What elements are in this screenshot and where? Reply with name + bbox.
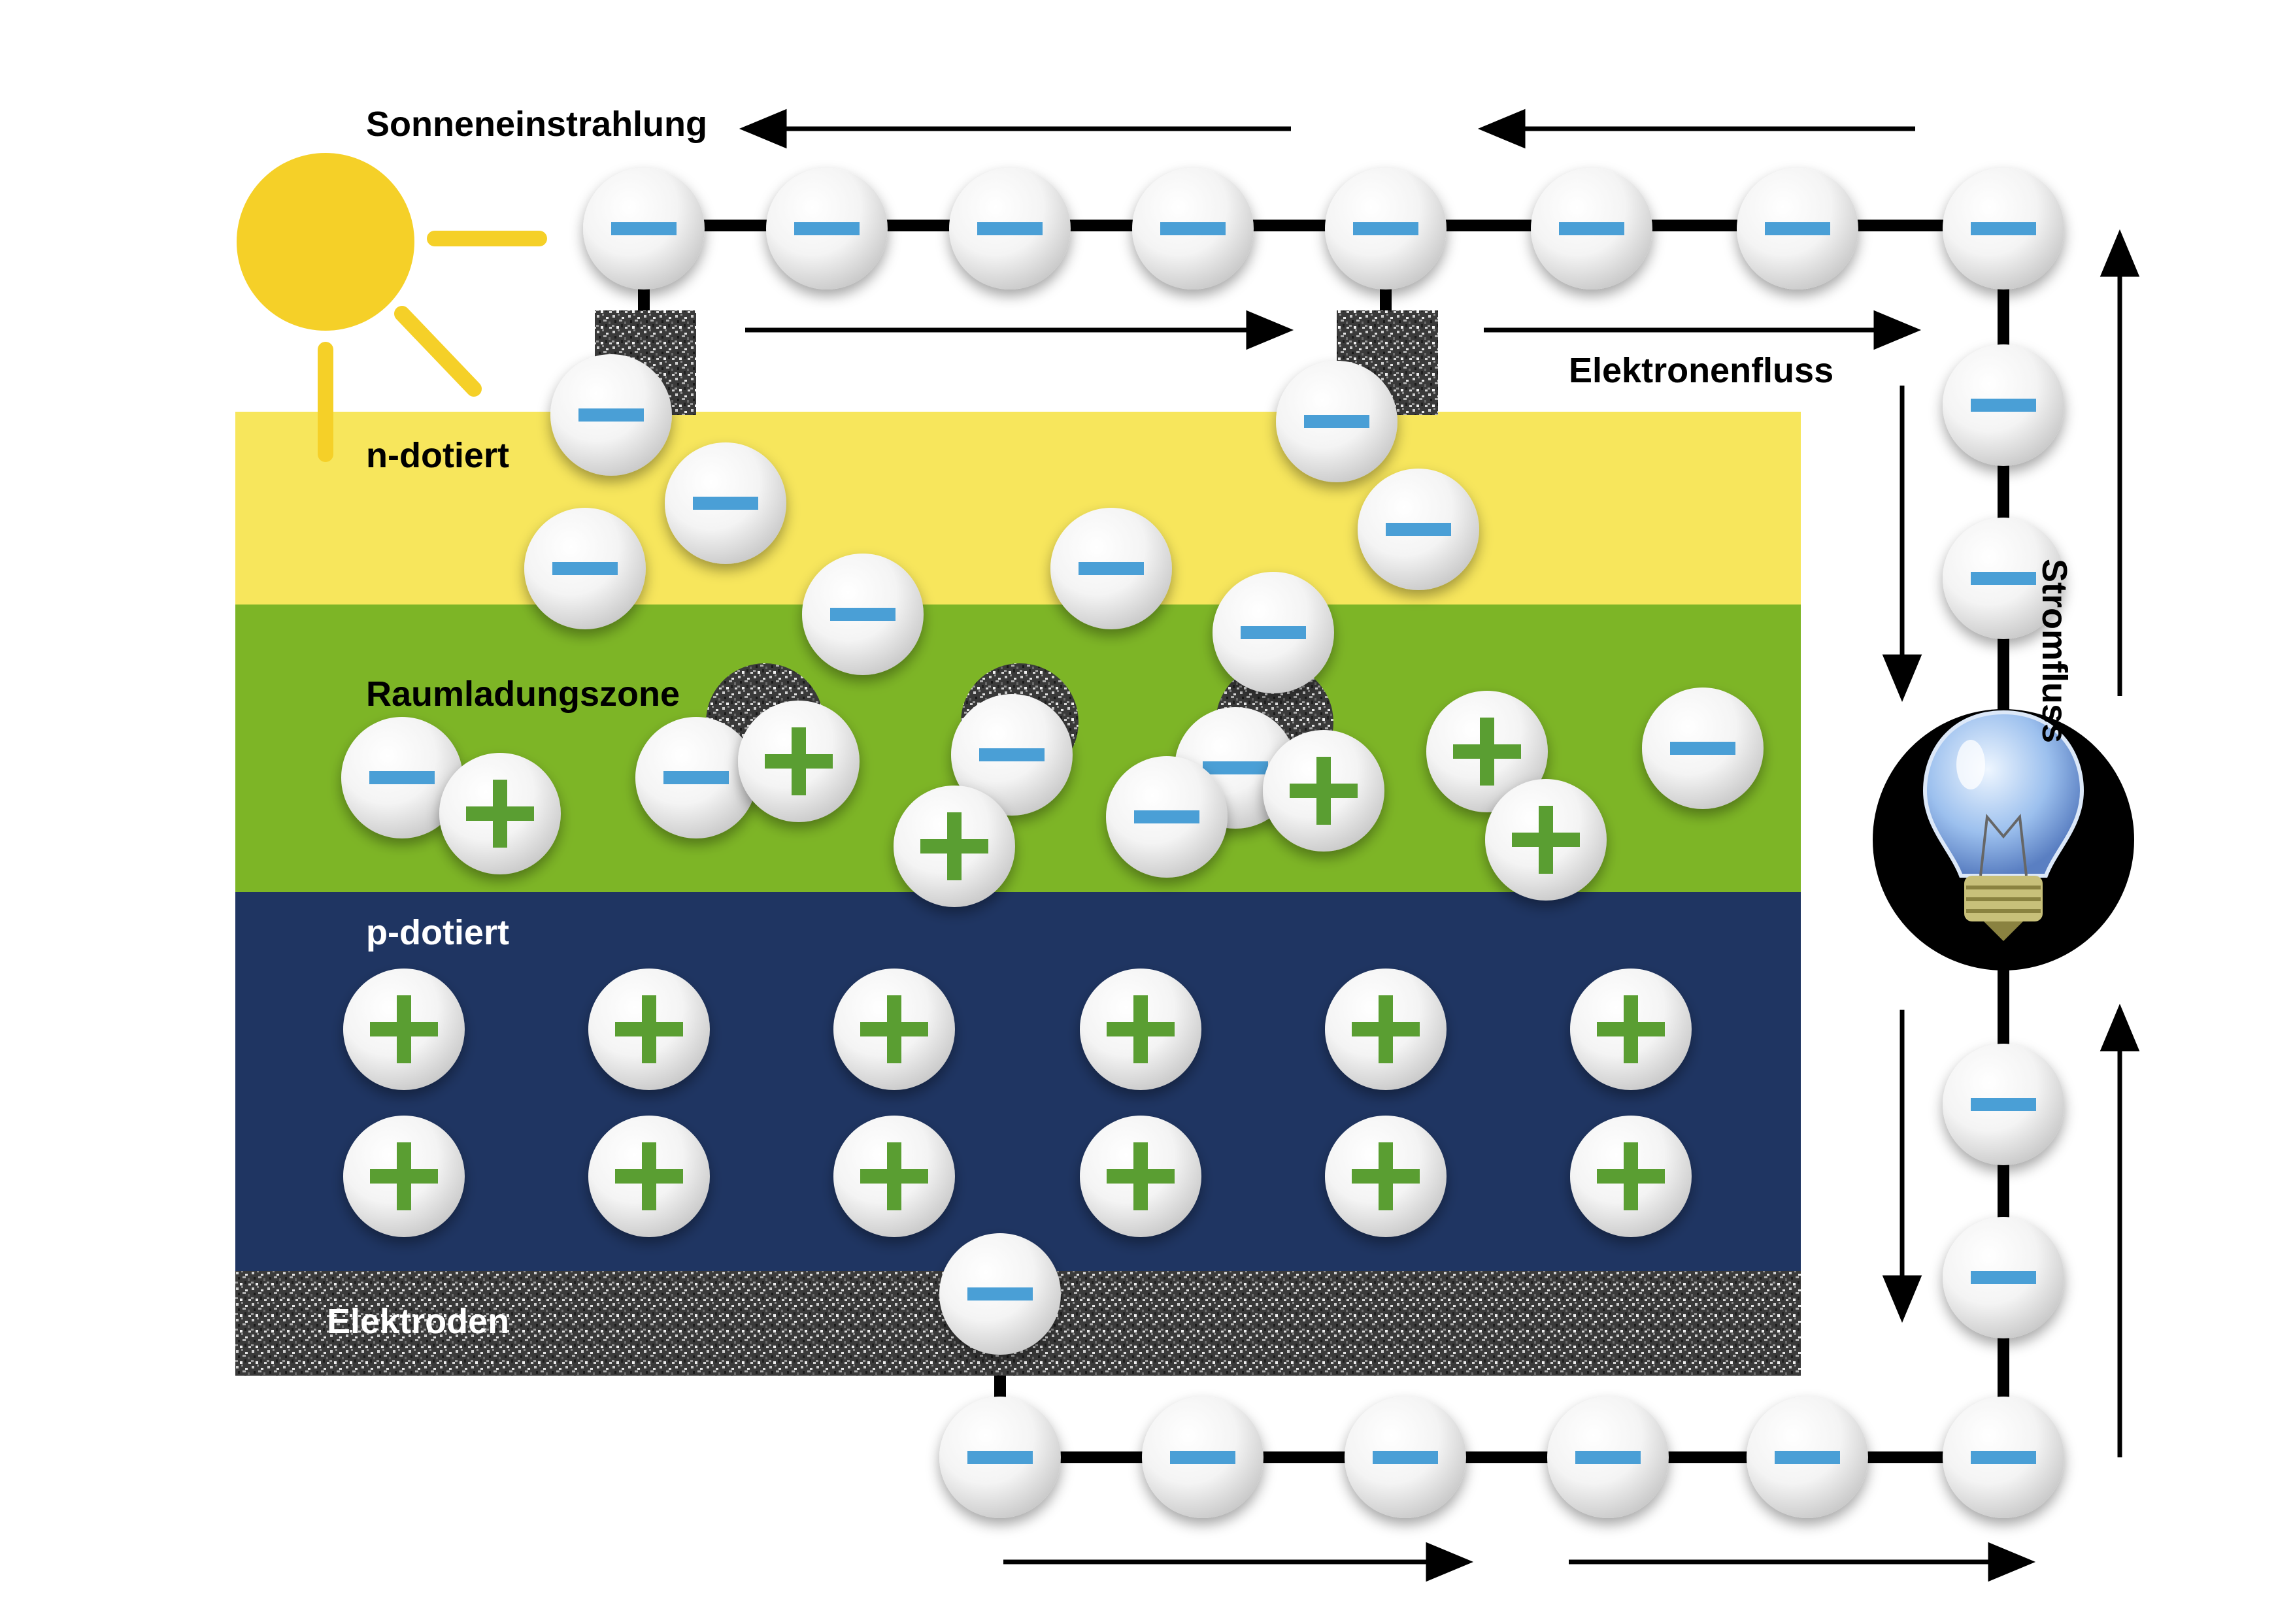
electron-minus-icon (1276, 361, 1398, 482)
arrow-right (745, 310, 1294, 350)
electron-minus-icon (951, 694, 1073, 816)
electron-minus-icon (1943, 1217, 2064, 1338)
arrow-right (1003, 1542, 1474, 1582)
sun-icon (237, 153, 547, 462)
arrow-up (2100, 229, 2140, 696)
arrow-group (739, 108, 2140, 1582)
label-sonneneinstrahlung: Sonneneinstrahlung (366, 105, 708, 144)
electron-minus-icon (1106, 756, 1228, 878)
electron-minus-icon (1132, 168, 1254, 290)
arrow-right (1569, 1542, 2036, 1582)
hole-plus-icon (1080, 1116, 1201, 1237)
electron-minus-icon (1943, 168, 2064, 290)
label-raumladungszone: Raumladungszone (366, 674, 680, 714)
electron-minus-icon (1345, 1397, 1466, 1518)
hole-plus-icon (1570, 969, 1692, 1090)
arrow-up (2100, 1003, 2140, 1457)
electron-minus-icon (939, 1397, 1061, 1518)
arrow-down (1882, 386, 1922, 703)
electron-minus-icon (1737, 168, 1858, 290)
label-elektroden: Elektroden (327, 1302, 510, 1341)
electron-minus-icon (635, 717, 757, 838)
electron-minus-icon (949, 168, 1071, 290)
electron-minus-icon (1642, 688, 1764, 809)
electron-minus-icon (1531, 168, 1652, 290)
electron-minus-icon (1747, 1397, 1868, 1518)
label-stromfluss: Stromfluss (2035, 559, 2074, 744)
light-bulb-icon (1873, 709, 2134, 970)
hole-plus-icon (588, 1116, 710, 1237)
arrow-right (1484, 310, 1922, 350)
hole-plus-icon (1426, 691, 1548, 812)
arrow-left (739, 108, 1291, 149)
electron-minus-icon (766, 168, 888, 290)
electron-minus-icon (341, 717, 463, 838)
hole-plus-icon (439, 753, 561, 874)
electron-minus-icon (1943, 344, 2064, 466)
hole-plus-icon (588, 969, 710, 1090)
hole-plus-icon (1263, 730, 1384, 852)
electron-minus-icon (524, 508, 646, 629)
label-p-dotiert: p-dotiert (366, 913, 509, 952)
electron-minus-icon (1325, 168, 1447, 290)
electron-minus-icon (665, 442, 786, 564)
label-elektronenfluss: Elektronenfluss (1569, 351, 1834, 390)
hole-plus-icon (738, 701, 860, 822)
electron-minus-icon (802, 554, 924, 675)
hole-plus-icon (1080, 969, 1201, 1090)
electron-minus-icon (939, 1233, 1061, 1355)
hole-plus-icon (1570, 1116, 1692, 1237)
hole-plus-icon (833, 1116, 955, 1237)
hole-plus-icon (1485, 779, 1607, 901)
electron-minus-icon (1142, 1397, 1264, 1518)
p-layer (235, 892, 1801, 1271)
arrow-down (1882, 1010, 1922, 1323)
electron-minus-icon (1213, 572, 1334, 693)
electron-minus-icon (583, 168, 705, 290)
electron-minus-icon (1358, 469, 1479, 590)
arrow-left (1477, 108, 1915, 149)
hole-plus-icon (343, 1116, 465, 1237)
electron-minus-icon (1943, 518, 2064, 639)
hole-plus-icon (1325, 1116, 1447, 1237)
n-layer (235, 412, 1801, 605)
label-n-dotiert: n-dotiert (366, 436, 509, 475)
hole-plus-icon (833, 969, 955, 1090)
electron-minus-icon (1943, 1397, 2064, 1518)
electron-minus-icon (1547, 1397, 1669, 1518)
electron-minus-icon (1050, 508, 1172, 629)
hole-plus-icon (343, 969, 465, 1090)
electron-minus-icon (550, 354, 672, 476)
hole-plus-icon (894, 786, 1015, 907)
electron-minus-icon (1943, 1044, 2064, 1165)
hole-plus-icon (1325, 969, 1447, 1090)
